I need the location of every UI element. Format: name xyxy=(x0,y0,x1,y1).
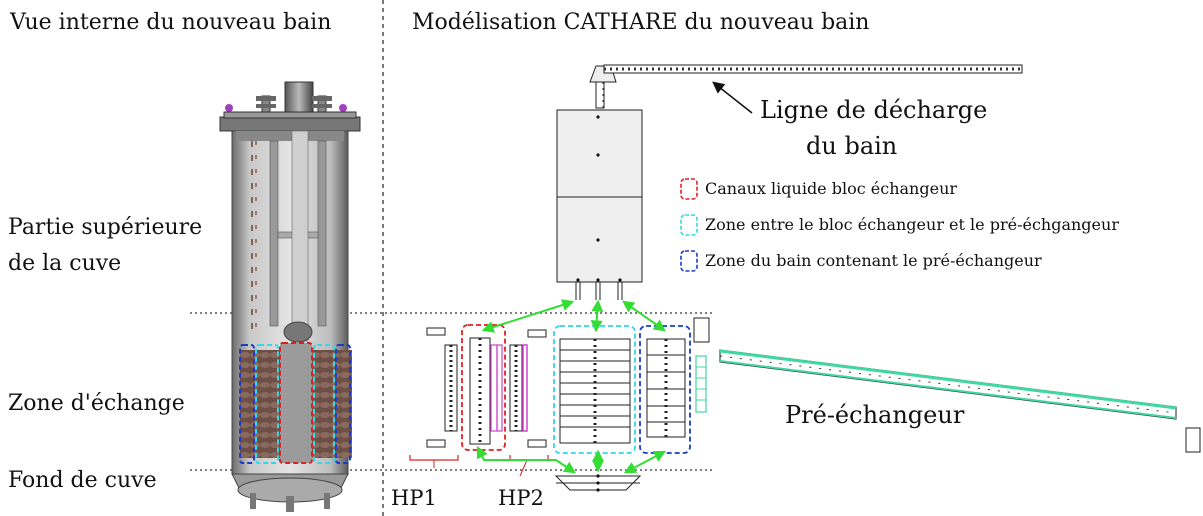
main-column xyxy=(556,109,643,300)
blue-zone-block xyxy=(639,325,707,454)
discharge-pointer-arrow xyxy=(712,81,753,114)
preexchanger-tube xyxy=(719,349,1177,420)
legend-swatches xyxy=(680,178,698,272)
zone-label-bottom: Fond de cuve xyxy=(8,468,157,493)
hp1-bracket xyxy=(409,455,459,461)
zone-label-upper-2: de la cuve xyxy=(8,251,122,276)
discharge-label-1: Ligne de décharge xyxy=(760,96,988,124)
preexchanger-label: Pré-échangeur xyxy=(785,401,965,429)
zone-label-upper-1: Partie supérieure xyxy=(8,215,203,240)
cathare-model xyxy=(409,64,1201,492)
legend-label-cyan: Zone entre le bloc échangeur et le pré-é… xyxy=(705,215,1119,234)
green-arrows xyxy=(476,299,667,474)
exchanger-block xyxy=(461,324,506,451)
hp1-column xyxy=(444,344,458,432)
legend-label-red: Canaux liquide bloc échangeur xyxy=(705,179,958,198)
small-connectors xyxy=(426,317,1201,453)
zone-label-exchange: Zone d'échange xyxy=(8,391,185,416)
legend-label-blue: Zone du bain contenant le pré-échangeur xyxy=(705,251,1042,270)
discharge-label-2: du bain xyxy=(806,132,898,160)
heading-right: Modélisation CATHARE du nouveau bain xyxy=(412,10,870,35)
hp2-column xyxy=(509,344,528,432)
cyan-zone-block xyxy=(553,325,636,454)
vessel-illustration xyxy=(219,81,361,512)
bottom-plenum xyxy=(554,474,642,492)
hp1-label: HP1 xyxy=(391,486,437,510)
hp2-label: HP2 xyxy=(498,486,544,510)
heading-left: Vue interne du nouveau bain xyxy=(10,10,332,35)
discharge-line xyxy=(589,64,1023,109)
